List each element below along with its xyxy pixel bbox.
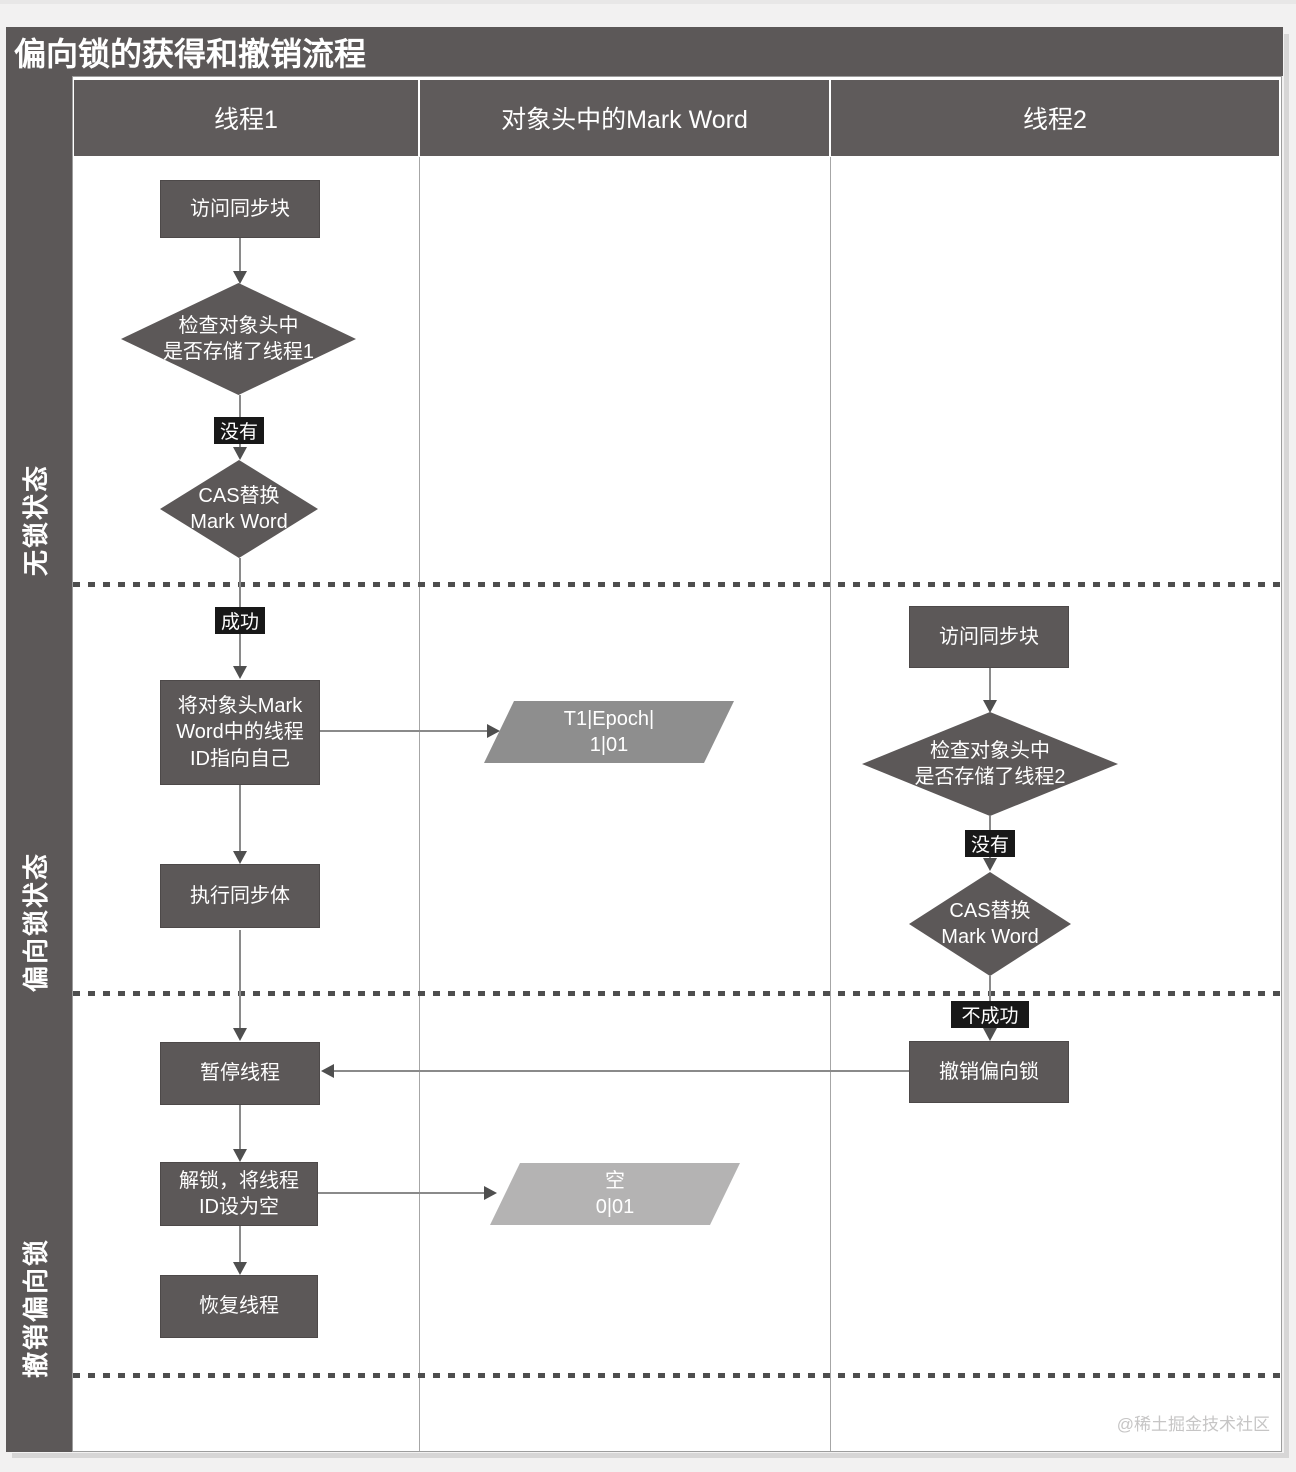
page-title: 偏向锁的获得和撤销流程 [14,35,367,72]
node-set-thread-id-t1: 将对象头Mark Word中的线程 ID指向自己 [160,680,320,785]
arrowhead-down-icon [233,1149,247,1162]
node-execute-sync-body-t1: 执行同步体 [160,864,320,928]
column-header-thread1: 线程1 [74,80,418,156]
connector-line [333,1070,909,1072]
connector-line [239,1226,241,1264]
arrowhead-down-icon [233,1028,247,1041]
connector-line [239,238,241,278]
node-pause-thread-t1: 暂停线程 [160,1042,320,1105]
node-access-sync-block-t1: 访问同步块 [160,180,320,238]
lane-separator [73,1373,1280,1378]
connector-line [239,930,241,1030]
arrowhead-right-icon [487,724,500,738]
arrowhead-left-icon [321,1064,334,1078]
connector-line [320,730,488,732]
lane-label-revoke-biased-lock: 撤销偏向锁 [21,1238,51,1379]
node-resume-thread-t1: 恢复线程 [160,1275,318,1338]
decision-cas-replace-mark-word-t1: CAS替换 Mark Word [160,460,318,558]
node-unlock-clear-thread-id-t1: 解锁，将线程 ID设为空 [160,1162,318,1226]
arrowhead-down-icon [233,271,247,284]
arrowhead-down-icon [233,666,247,679]
connector-line [239,1105,241,1151]
arrowhead-down-icon [983,700,997,713]
watermark: @稀土掘金技术社区 [1116,1415,1270,1434]
data-mark-word-empty: 空 0|01 [490,1163,740,1225]
top-edge-line [0,0,1296,4]
data-mark-word-biased: T1|Epoch| 1|01 [484,701,734,763]
arrowhead-down-icon [233,851,247,864]
connector-line [318,1192,485,1194]
arrowhead-down-icon [983,1028,997,1041]
lane-sidebar [6,76,72,1452]
lane-separator [73,991,1280,996]
arrowhead-down-icon [233,447,247,460]
card-shadow-bottom [12,1453,1289,1458]
edge-label-no-t2: 没有 [965,830,1015,857]
arrowhead-right-icon [484,1186,497,1200]
card-shadow-right [1284,34,1289,1454]
title-bar: 偏向锁的获得和撤销流程 [6,27,1283,76]
column-header-mark-word: 对象头中的Mark Word [420,80,829,156]
column-header-thread2: 线程2 [831,80,1279,156]
arrowhead-down-icon [233,1262,247,1275]
arrowhead-down-icon [983,858,997,871]
node-access-sync-block-t2: 访问同步块 [909,606,1069,668]
connector-line [989,668,991,702]
lane-label-lock-free: 无锁状态 [21,464,51,577]
node-revoke-biased-lock-t2: 撤销偏向锁 [909,1041,1069,1103]
column-divider [830,157,831,1451]
edge-label-success-t1: 成功 [215,607,265,634]
edge-label-no-t1: 没有 [214,417,264,444]
edge-label-fail-t2: 不成功 [951,1001,1029,1028]
connector-line [239,785,241,852]
lane-separator [73,582,1280,587]
lane-label-biased-lock: 偏向锁状态 [21,852,51,993]
column-divider [419,157,420,1451]
